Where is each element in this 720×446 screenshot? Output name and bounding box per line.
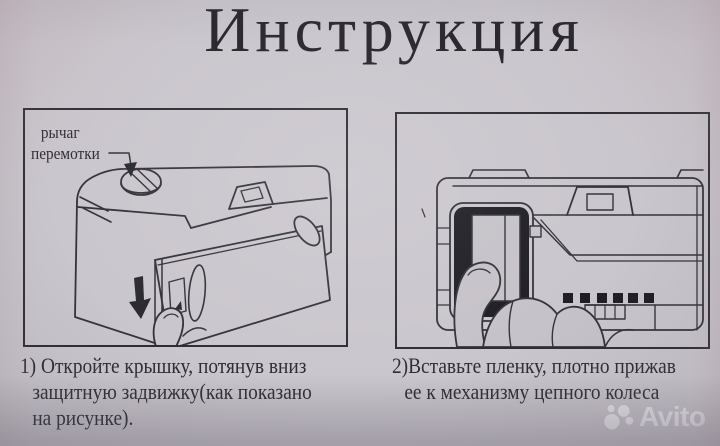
grip-slot	[187, 264, 207, 322]
label-line: рычаг	[40, 123, 80, 142]
step1-caption: 1) Откройте крышку, потянув вниз защитну…	[20, 353, 312, 431]
thumb	[453, 261, 502, 347]
avito-logo-icon	[604, 405, 634, 430]
label-line: перемотки	[31, 144, 100, 163]
label-pointer-line	[108, 152, 132, 167]
pull-down-arrow	[129, 276, 151, 319]
caption-line: 1) Откройте крышку, потянув вниз	[20, 353, 307, 378]
viewfinder-housing	[566, 186, 634, 216]
caption-line: 2)Вставьте пленку, плотно прижав	[392, 353, 676, 378]
caption-line: на рисунке).	[32, 405, 134, 430]
figure-step1: рычаг перемотки	[23, 108, 348, 347]
camera-body-outline	[76, 165, 332, 253]
viewfinder-bump	[228, 181, 274, 210]
camera-open-back-drawing	[421, 169, 704, 347]
caption-line: защитную задвижку(как показано	[32, 379, 312, 404]
avito-watermark: Avito	[604, 401, 706, 433]
figure-step2	[395, 112, 710, 349]
page-title: Инструкция	[204, 0, 584, 65]
latch-window	[168, 277, 187, 316]
avito-watermark-text: Avito	[639, 401, 706, 432]
finger	[152, 307, 185, 345]
step2-caption: 2)Вставьте пленку, плотно прижав ее к ме…	[392, 353, 676, 405]
sprocket-contacts	[563, 293, 654, 303]
caption-line: ее к механизму цепного колеса	[404, 379, 660, 404]
rewind-lever-label: рычаг перемотки	[31, 122, 100, 164]
camera-closed-drawing	[74, 152, 332, 345]
strap-lug	[293, 215, 321, 247]
